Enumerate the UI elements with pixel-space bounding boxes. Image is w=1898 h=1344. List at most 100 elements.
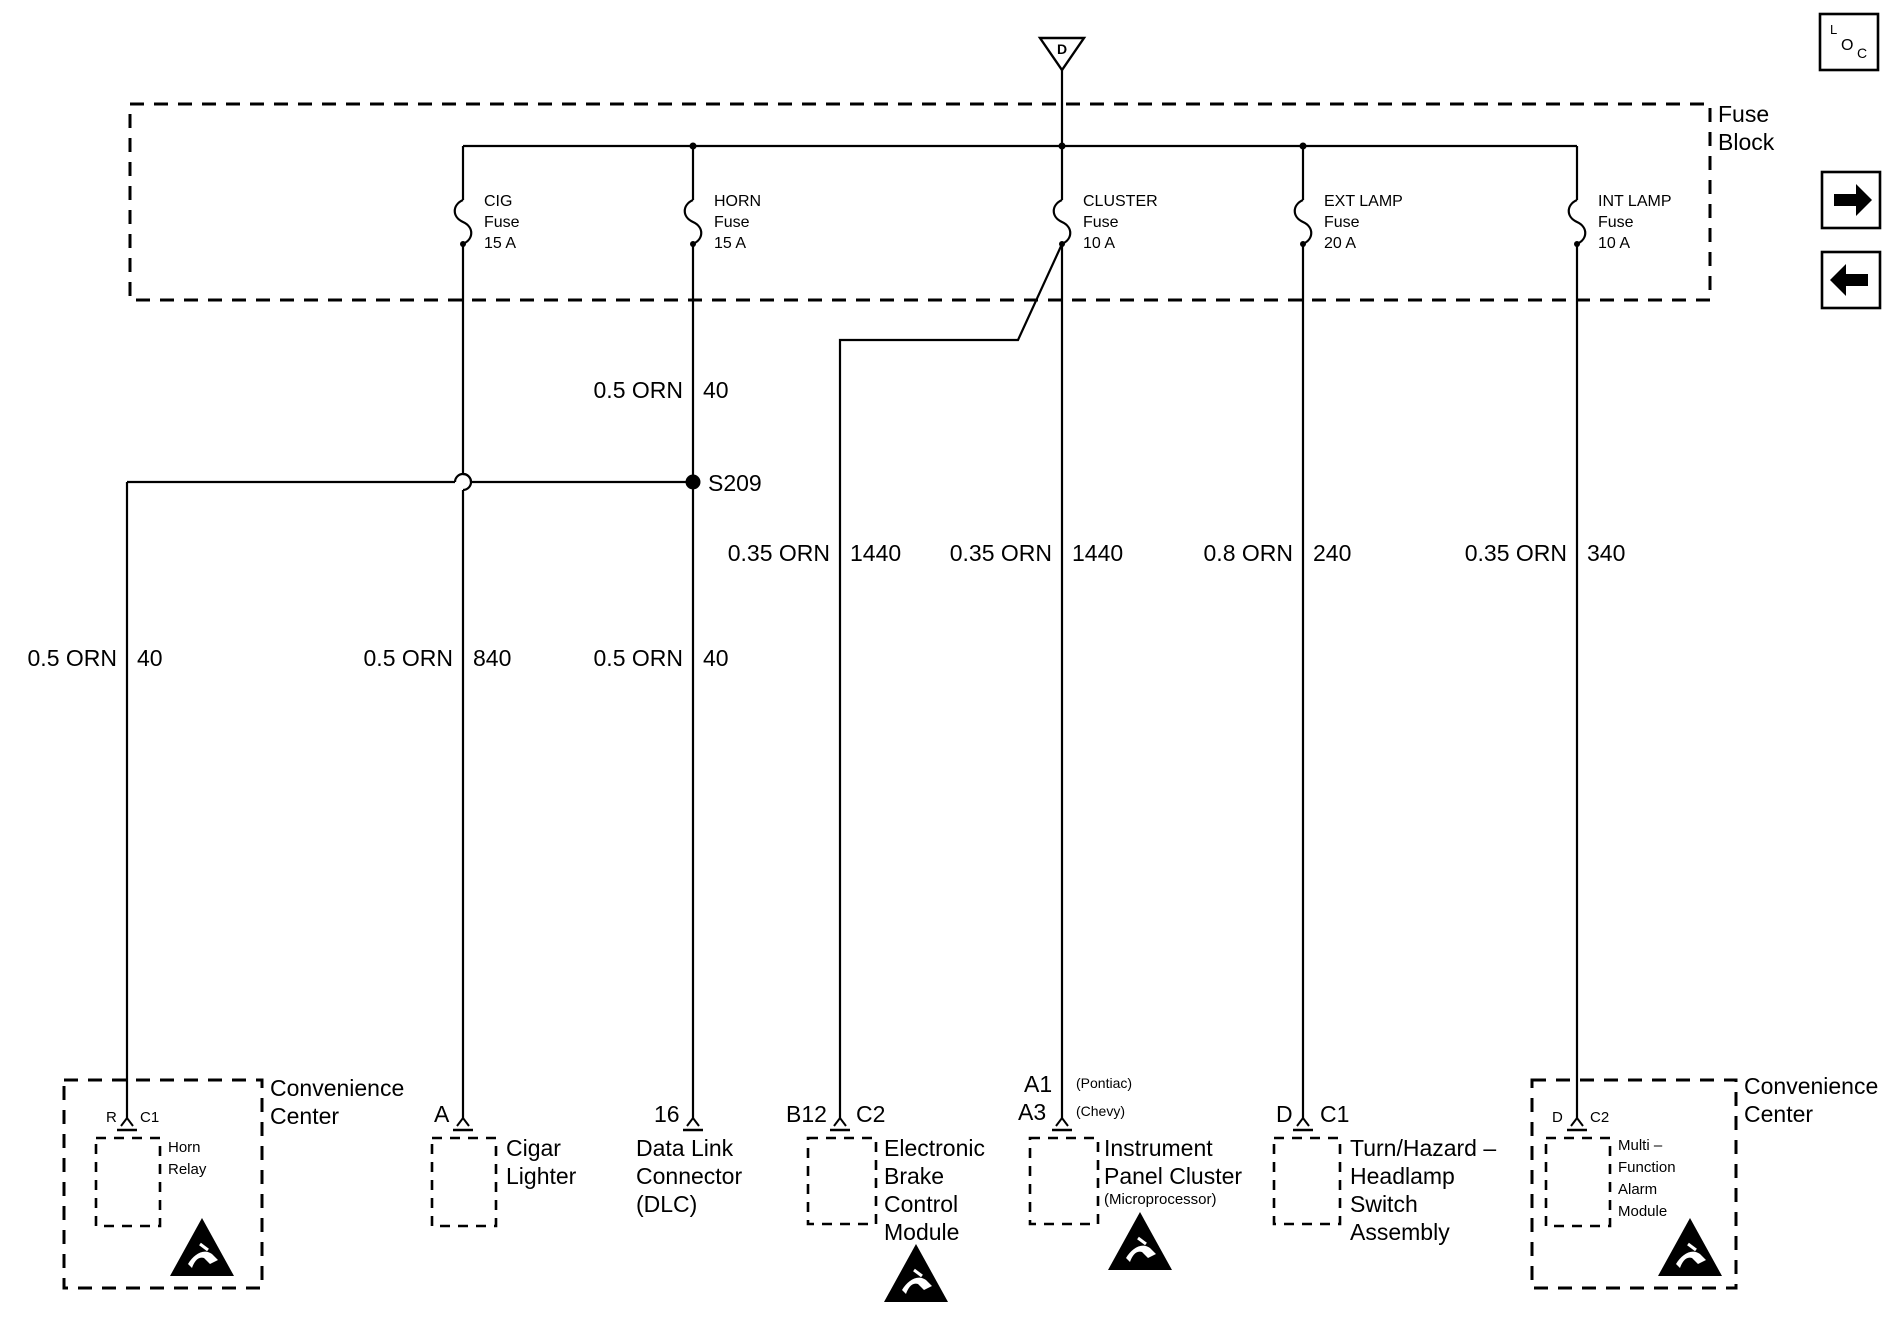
fuse-rating: 10 A xyxy=(1083,235,1115,252)
wire-gauge: 0.35 ORN xyxy=(950,540,1052,566)
previous-page-arrow-icon[interactable] xyxy=(1820,250,1882,310)
fuse-name: CIG xyxy=(484,193,512,210)
component-dlc: 16 Data Link Connector (DLC) xyxy=(636,1101,742,1217)
esd-sensitive-warning-icon xyxy=(1106,1210,1174,1272)
pin-label: A xyxy=(434,1101,450,1127)
component-label: Alarm xyxy=(1618,1181,1657,1198)
pin-label: A3 xyxy=(1018,1099,1046,1125)
component-label: Data Link xyxy=(636,1135,734,1161)
wire-gauge: 0.35 ORN xyxy=(728,540,830,566)
component-label: Instrument xyxy=(1104,1135,1213,1161)
component-label: Horn xyxy=(168,1139,201,1156)
wire-circuit: 1440 xyxy=(850,540,901,566)
connector-label: C1 xyxy=(1320,1101,1349,1127)
pin-label: D xyxy=(1276,1101,1293,1127)
component-label: Control xyxy=(884,1191,958,1217)
component-label: Function xyxy=(1618,1159,1676,1176)
pin-note: (Pontiac) xyxy=(1076,1075,1132,1091)
component-cigar-lighter: A Cigar Lighter xyxy=(430,1101,577,1228)
loc-icon[interactable]: L O C xyxy=(1818,12,1880,72)
convenience-center-label: Center xyxy=(270,1103,339,1129)
pin-note: (Chevy) xyxy=(1076,1103,1125,1119)
fuse-ext-lamp: EXT LAMP Fuse 20 A xyxy=(1293,146,1403,252)
wire-cig xyxy=(461,244,473,1118)
power-source-symbol: D xyxy=(1037,36,1087,146)
wire-circuit: 1440 xyxy=(1072,540,1123,566)
power-source-label: D xyxy=(1057,41,1067,57)
fuse-word: Fuse xyxy=(1083,214,1119,231)
fuse-word: Fuse xyxy=(714,214,750,231)
component-ipc: A1 (Pontiac) A3 (Chevy) Instrument Panel… xyxy=(1018,1071,1242,1272)
component-label: Panel Cluster xyxy=(1104,1163,1242,1189)
convenience-center-label: Convenience xyxy=(270,1075,404,1101)
pin-label: R xyxy=(106,1109,117,1126)
esd-sensitive-warning-icon xyxy=(882,1242,950,1304)
component-label: (Microprocessor) xyxy=(1104,1191,1217,1208)
component-ebcm: B12 C2 Electronic Brake Control Module xyxy=(786,1101,985,1304)
fuse-block-label-line1: Fuse xyxy=(1718,101,1769,127)
fuse-word: Fuse xyxy=(1324,214,1360,231)
pin-label: B12 xyxy=(786,1101,827,1127)
svg-text:C: C xyxy=(1857,45,1867,61)
component-label: Connector xyxy=(636,1163,742,1189)
fuse-word: Fuse xyxy=(1598,214,1634,231)
svg-text:L: L xyxy=(1830,22,1837,37)
component-label: Assembly xyxy=(1350,1219,1450,1245)
splice-label: S209 xyxy=(708,470,762,496)
wire-circuit: 40 xyxy=(703,645,729,671)
fuse-cluster: CLUSTER Fuse 10 A xyxy=(1052,146,1158,252)
wire-horn-relay-branch xyxy=(125,472,693,1118)
wire-horn xyxy=(685,244,701,1118)
wire-gauge: 0.5 ORN xyxy=(364,645,453,671)
fuse-block: Fuse Block xyxy=(128,101,1775,302)
wire-gauge: 0.8 ORN xyxy=(1204,540,1293,566)
fuse-rating: 15 A xyxy=(484,235,516,252)
fuse-name: HORN xyxy=(714,193,761,210)
wire-circuit: 40 xyxy=(703,377,729,403)
svg-text:O: O xyxy=(1841,37,1853,54)
component-label: Electronic xyxy=(884,1135,985,1161)
component-label: Brake xyxy=(884,1163,944,1189)
component-label: Headlamp xyxy=(1350,1163,1455,1189)
wire-gauge: 0.5 ORN xyxy=(594,377,683,403)
component-label: (DLC) xyxy=(636,1191,697,1217)
next-page-arrow-icon[interactable] xyxy=(1820,170,1882,230)
fuse-name: INT LAMP xyxy=(1598,193,1672,210)
component-label: Turn/Hazard – xyxy=(1350,1135,1496,1161)
component-label: Module xyxy=(884,1219,959,1245)
fuse-int-lamp: INT LAMP Fuse 10 A xyxy=(1567,146,1672,252)
pin-label: A1 xyxy=(1024,1071,1052,1097)
component-label: Lighter xyxy=(506,1163,577,1189)
fuse-name: EXT LAMP xyxy=(1324,193,1403,210)
fuse-cig: CIG Fuse 15 A xyxy=(453,146,520,252)
convenience-center-label: Convenience xyxy=(1744,1073,1878,1099)
wire-gauge: 0.35 ORN xyxy=(1465,540,1567,566)
wire-circuit: 340 xyxy=(1587,540,1625,566)
component-label: Cigar xyxy=(506,1135,561,1161)
wire-gauge: 0.5 ORN xyxy=(594,645,683,671)
wire-gauge: 0.5 ORN xyxy=(28,645,117,671)
wire-circuit: 240 xyxy=(1313,540,1351,566)
connector-label: C1 xyxy=(140,1109,159,1126)
component-label: Module xyxy=(1618,1203,1667,1220)
wire-circuit: 840 xyxy=(473,645,511,671)
pin-label: 16 xyxy=(654,1101,680,1127)
fuse-rating: 10 A xyxy=(1598,235,1630,252)
connector-label: C2 xyxy=(856,1101,885,1127)
component-headlamp-switch: D C1 Turn/Hazard – Headlamp Switch Assem… xyxy=(1272,1101,1496,1245)
component-label: Switch xyxy=(1350,1191,1418,1217)
fuse-word: Fuse xyxy=(484,214,520,231)
pin-label: D xyxy=(1552,1109,1563,1126)
component-label: Multi – xyxy=(1618,1137,1663,1154)
wire-circuit: 40 xyxy=(137,645,163,671)
wire-ebcm xyxy=(838,243,1063,1118)
fuse-horn: HORN Fuse 15 A xyxy=(683,146,761,252)
convenience-center-label: Center xyxy=(1744,1101,1813,1127)
fuse-rating: 20 A xyxy=(1324,235,1356,252)
component-label: Relay xyxy=(168,1161,207,1178)
component-horn-relay: R C1 Horn Relay Convenience Center xyxy=(62,1075,404,1290)
fuse-rating: 15 A xyxy=(714,235,746,252)
esd-sensitive-warning-icon xyxy=(1656,1216,1724,1278)
component-alarm-module: D C2 Multi – Function Alarm Module Conve… xyxy=(1530,1073,1878,1290)
